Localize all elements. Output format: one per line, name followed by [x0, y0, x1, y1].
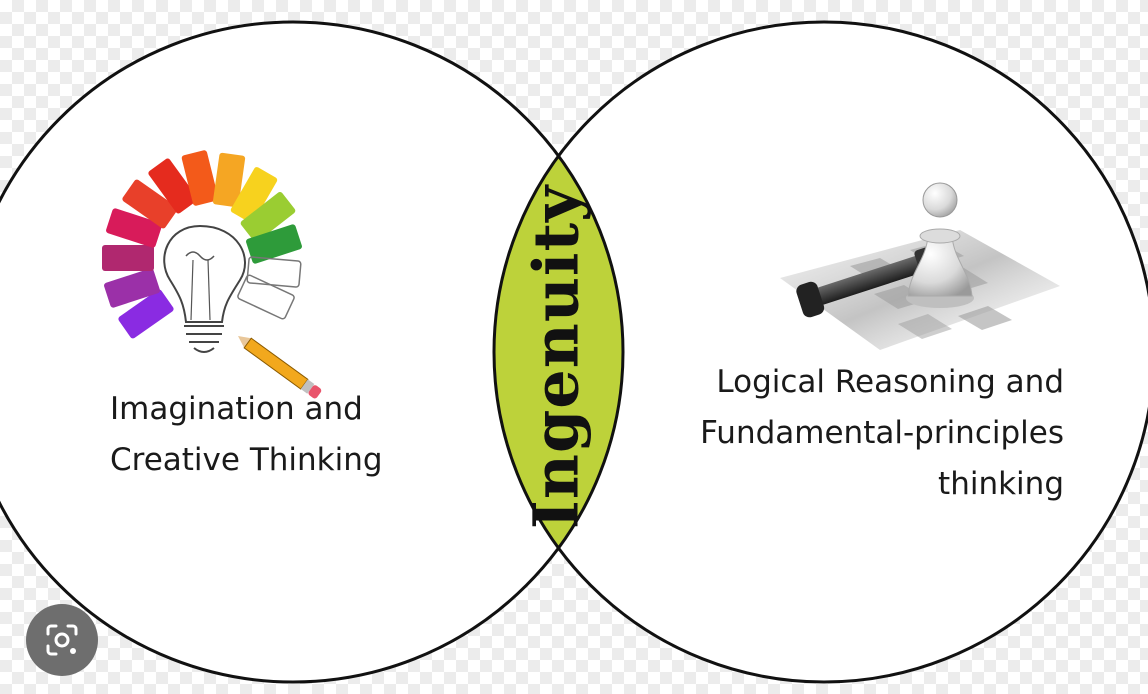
- right-circle: [494, 22, 1148, 682]
- right-label-line: thinking: [938, 466, 1064, 502]
- camera-lens-icon: [46, 624, 78, 656]
- left-label-line: Creative Thinking: [110, 442, 383, 478]
- center-label: Ingenuity: [519, 184, 593, 530]
- lens-search-button[interactable]: [26, 604, 98, 676]
- right-label-line: Logical Reasoning and: [716, 364, 1064, 400]
- chess-pawn-king-icon: [780, 182, 1060, 350]
- right-label: Logical Reasoning and Fundamental-princi…: [700, 357, 1064, 510]
- right-label-line: Fundamental-principles: [700, 415, 1064, 451]
- left-label: Imagination and Creative Thinking: [110, 384, 383, 486]
- right-circle-outline: [492, 20, 1148, 684]
- left-circle-outline: [0, 20, 625, 684]
- lightbulb-pencil-icon: [102, 150, 322, 399]
- left-label-line: Imagination and: [110, 391, 363, 427]
- left-circle: [0, 22, 623, 682]
